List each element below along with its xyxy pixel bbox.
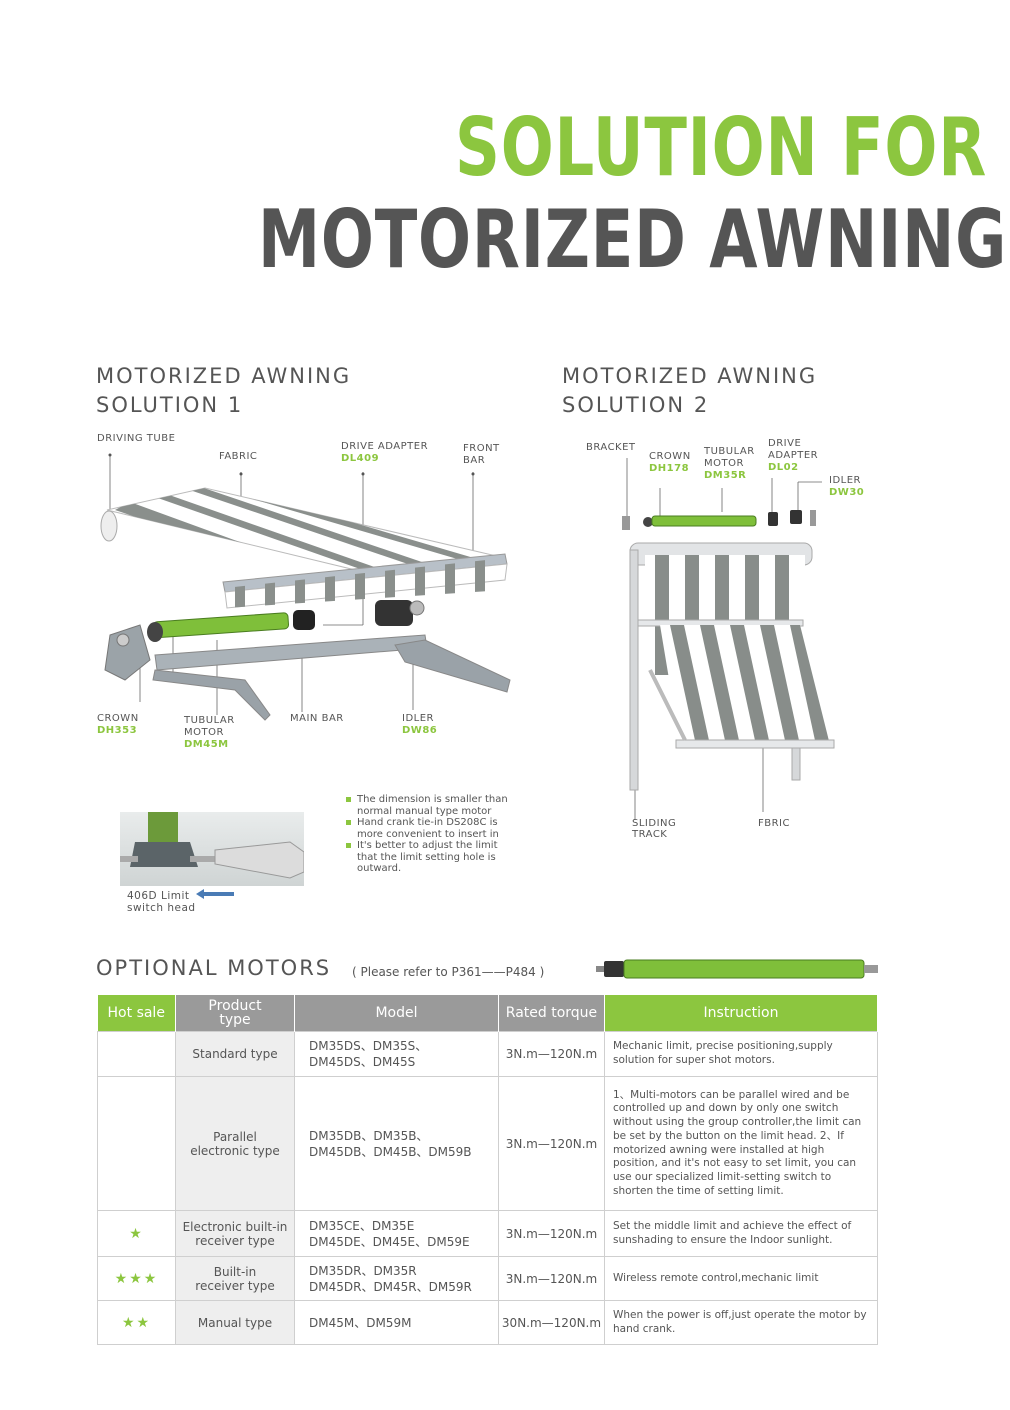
- label-tubular-2a: TUBULAR: [704, 446, 755, 457]
- torque-cell: 3N.m—120N.m: [498, 1210, 605, 1257]
- product-type-cell: Standard type: [175, 1031, 295, 1077]
- hot-sale-cell: ★★: [97, 1300, 176, 1345]
- code-tubular: DM45M: [184, 739, 229, 750]
- awning-diagram-2: [622, 458, 835, 820]
- solution2-title: MOTORIZED AWNING SOLUTION 2: [562, 362, 817, 420]
- label-tubular-2b: MOTOR: [704, 458, 744, 469]
- label-bracket: BRACKET: [586, 442, 636, 453]
- code-tubular-2: DM35R: [704, 470, 747, 481]
- solution1-diagram: [95, 430, 525, 760]
- header-hot-sale: Hot sale: [97, 995, 176, 1032]
- arrow-left-icon: [196, 884, 234, 899]
- table-row: Standard type DM35DS、DM35S、DM45DS、DM45S …: [97, 1031, 878, 1077]
- label-idler-2: IDLER: [829, 475, 861, 486]
- table-row: ★★ Manual type DM45M、DM59M 30N.m—120N.m …: [97, 1300, 878, 1345]
- hot-sale-cell: ★★★: [97, 1256, 176, 1301]
- solution1-title: MOTORIZED AWNING SOLUTION 1: [96, 362, 351, 420]
- limit-switch-head-image: [120, 812, 305, 879]
- instruction-cell: When the power is off,just operate the m…: [604, 1300, 878, 1345]
- label-sliding-1: SLIDING: [632, 818, 677, 829]
- solution2-title-line2: SOLUTION 2: [562, 393, 710, 417]
- header-instruction: Instruction: [604, 995, 878, 1032]
- instruction-cell: Mechanic limit, precise positioning,supp…: [604, 1031, 878, 1077]
- instruction-cell: Set the middle limit and achieve the eff…: [604, 1210, 878, 1257]
- label-crown-2: CROWN: [649, 451, 691, 462]
- torque-cell: 30N.m—120N.m: [498, 1300, 605, 1345]
- code-idler-2: DW30: [829, 487, 865, 498]
- optional-motors-title: OPTIONAL MOTORS: [96, 956, 332, 980]
- product-type-cell: Manual type: [175, 1300, 295, 1345]
- instruction-cell: Wireless remote control,mechanic limit: [604, 1256, 878, 1301]
- label-tubular-1: TUBULAR: [184, 715, 235, 726]
- hot-sale-cell: [97, 1076, 176, 1211]
- code-crown: DH353: [97, 725, 138, 736]
- label-main-bar: MAIN BAR: [290, 713, 344, 724]
- label-drive-2b: ADAPTER: [768, 450, 819, 461]
- model-cell: DM35DS、DM35S、DM45DS、DM45S: [294, 1031, 499, 1077]
- label-crown: CROWN: [97, 713, 139, 724]
- model-cell: DM45M、DM59M: [294, 1300, 499, 1345]
- limit-switch-photo: [120, 812, 305, 886]
- label-fabric: FABRIC: [219, 451, 258, 462]
- solution1-title-line2: SOLUTION 1: [96, 393, 244, 417]
- label-idler: IDLER: [402, 713, 434, 724]
- hot-sale-cell: [97, 1031, 176, 1077]
- code-drive-adapter: DL409: [341, 453, 380, 464]
- label-fbric: FBRIC: [758, 818, 790, 829]
- title-solution-for: SOLUTION FOR: [455, 101, 988, 194]
- header-model: Model: [294, 995, 499, 1032]
- model-cell: DM35DB、DM35B、DM45DB、DM45B、DM59B: [294, 1076, 499, 1211]
- label-driving-tube: DRIVING TUBE: [97, 433, 176, 444]
- note-item: It's better to adjust the limit that the…: [346, 840, 514, 875]
- hot-sale-cell: ★: [97, 1210, 176, 1257]
- awning-diagram-1: [100, 453, 511, 721]
- label-front-bar-1: FRONT: [463, 443, 500, 454]
- torque-cell: 3N.m—120N.m: [498, 1256, 605, 1301]
- code-idler: DW86: [402, 725, 438, 736]
- note-item: Hand crank tie-in DS208C is more conveni…: [346, 817, 514, 840]
- solution2-diagram: [600, 440, 860, 820]
- label-drive-2a: DRIVE: [768, 438, 802, 449]
- solution1-title-line1: MOTORIZED AWNING: [96, 364, 352, 388]
- motor-image: [596, 958, 878, 980]
- label-drive-adapter: DRIVE ADAPTER: [341, 441, 429, 452]
- label-front-bar-2: BAR: [463, 455, 486, 466]
- label-tubular-2: MOTOR: [184, 727, 224, 738]
- label-sliding-2: TRACK: [632, 829, 668, 840]
- torque-cell: 3N.m—120N.m: [498, 1076, 605, 1211]
- title-motorized-awning: MOTORIZED AWNING: [258, 193, 1008, 286]
- optional-motors-note: ( Please refer to P361——P484 ): [352, 965, 545, 979]
- code-crown-2: DH178: [649, 463, 690, 474]
- note-item: The dimension is smaller than normal man…: [346, 794, 514, 817]
- limit-head-label-2: switch head: [127, 902, 196, 914]
- torque-cell: 3N.m—120N.m: [498, 1031, 605, 1077]
- header-rated-torque: Rated torque: [498, 995, 605, 1032]
- code-drive-2: DL02: [768, 462, 799, 473]
- solution2-title-line1: MOTORIZED AWNING: [562, 364, 818, 388]
- solution1-notes: The dimension is smaller than normal man…: [346, 794, 514, 875]
- instruction-cell: 1、Multi-motors can be parallel wired and…: [604, 1076, 878, 1211]
- limit-head-label-1: 406D Limit: [127, 890, 190, 902]
